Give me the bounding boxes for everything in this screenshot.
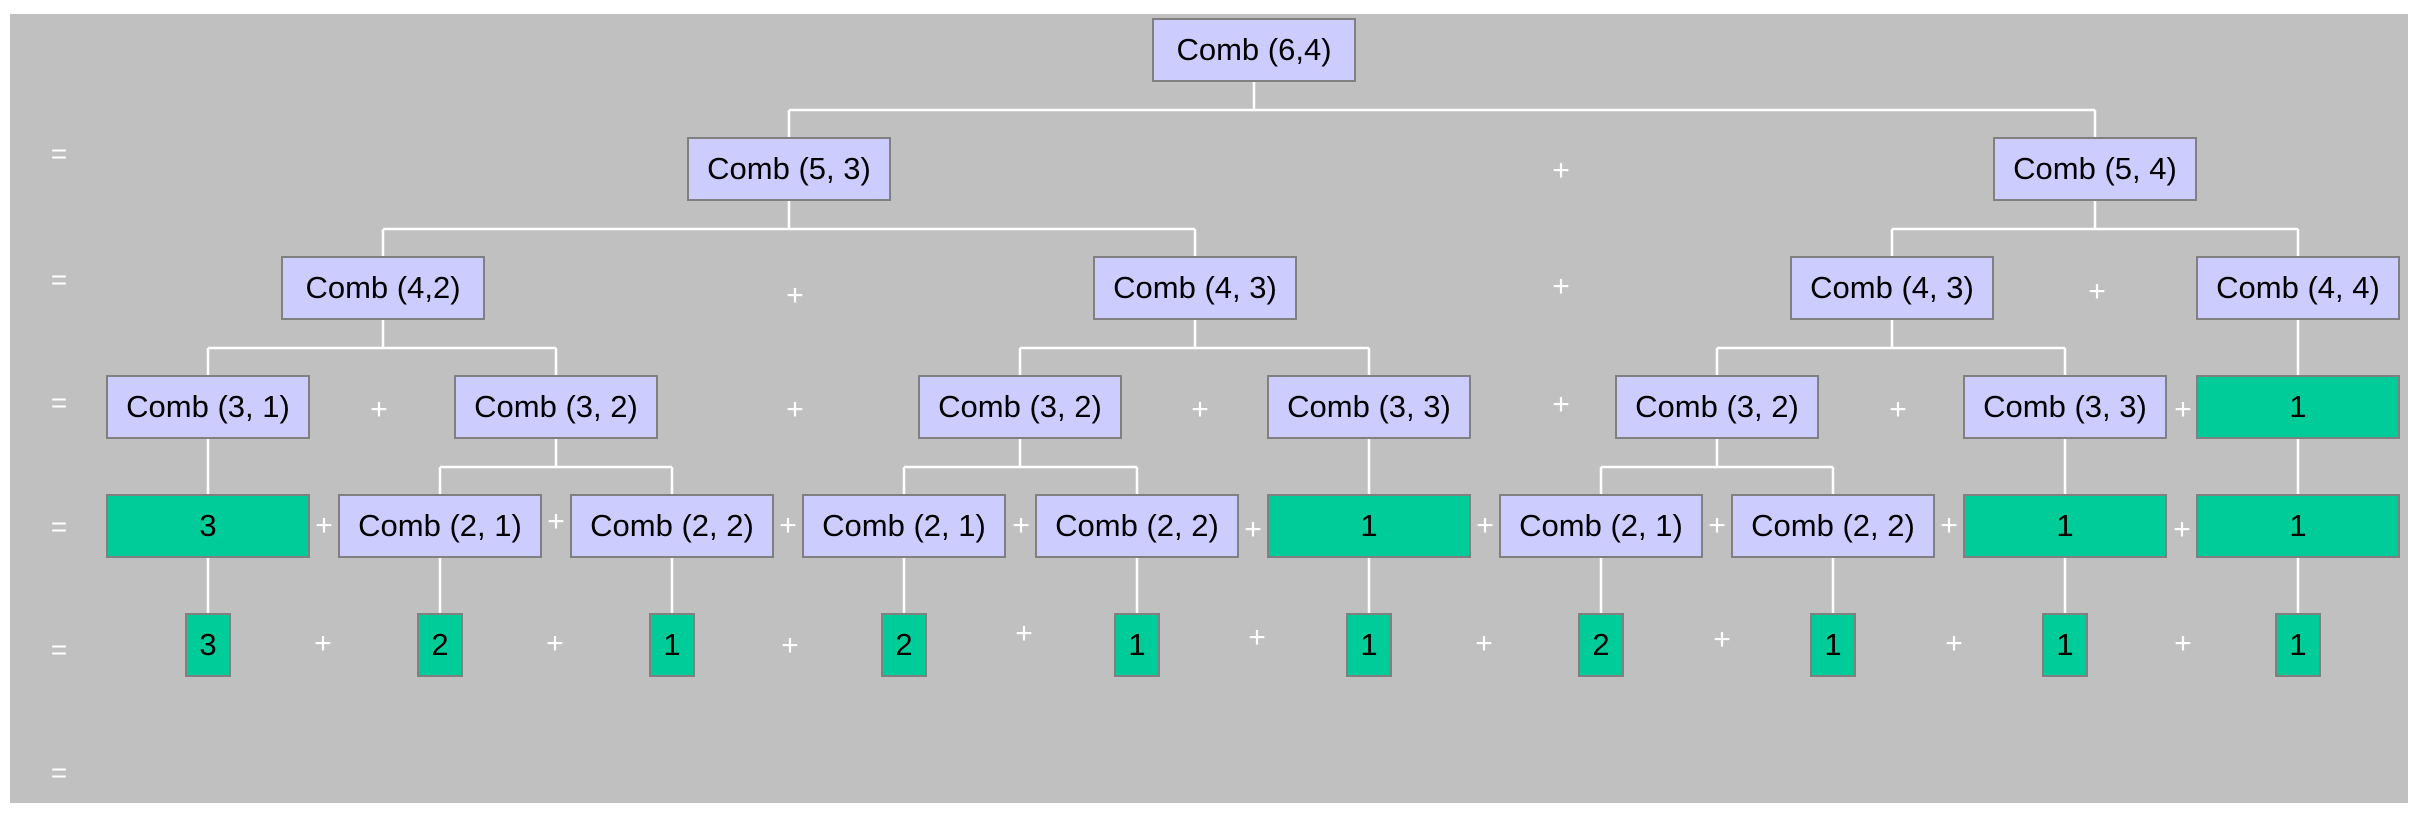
comb-node: Comb (4,2): [281, 256, 485, 320]
value-node: 3: [106, 494, 310, 558]
comb-node: Comb (3, 2): [918, 375, 1122, 439]
comb-node: Comb (3, 2): [1615, 375, 1819, 439]
plus-sign: +: [2174, 627, 2192, 660]
plus-sign: +: [781, 629, 799, 662]
plus-sign: +: [547, 505, 565, 538]
plus-sign: +: [314, 627, 332, 660]
final-value-node: 3: [185, 613, 231, 677]
comb-node: Comb (3, 3): [1267, 375, 1471, 439]
comb-node: Comb (4, 3): [1790, 256, 1994, 320]
value-node: 1: [2196, 375, 2400, 439]
plus-sign: +: [1012, 509, 1030, 542]
plus-sign: +: [786, 393, 804, 426]
row-equals: =: [50, 387, 68, 418]
plus-sign: +: [1889, 393, 1907, 426]
row-equals: =: [50, 634, 68, 665]
row-equals: =: [50, 138, 68, 169]
plus-sign: +: [1244, 513, 1262, 546]
final-value-node: 1: [649, 613, 695, 677]
plus-sign: +: [1475, 627, 1493, 660]
comb-node: Comb (5, 3): [687, 137, 891, 201]
plus-sign: +: [1552, 154, 1570, 187]
plus-sign: +: [2174, 393, 2192, 426]
comb-node: Comb (3, 2): [454, 375, 658, 439]
final-value-node: 1: [1346, 613, 1392, 677]
plus-sign: +: [2173, 513, 2191, 546]
final-value-node: 2: [1578, 613, 1624, 677]
comb-node: Comb (4, 3): [1093, 256, 1297, 320]
comb-node: Comb (2, 2): [1731, 494, 1935, 558]
comb-node: Comb (2, 1): [338, 494, 542, 558]
plus-sign: +: [1191, 393, 1209, 426]
plus-sign: +: [1940, 509, 1958, 542]
comb-node: Comb (3, 1): [106, 375, 310, 439]
plus-sign: +: [370, 393, 388, 426]
row-equals: =: [50, 264, 68, 295]
comb-node: Comb (5, 4): [1993, 137, 2197, 201]
final-value-node: 2: [881, 613, 927, 677]
plus-sign: +: [546, 627, 564, 660]
plus-sign: +: [1713, 623, 1731, 656]
plus-sign: +: [1552, 270, 1570, 303]
plus-sign: +: [1476, 509, 1494, 542]
final-value-node: 1: [2275, 613, 2321, 677]
plus-sign: +: [2088, 275, 2106, 308]
comb-node: Comb (2, 1): [802, 494, 1006, 558]
final-value-node: 1: [1810, 613, 1856, 677]
value-node: 1: [2196, 494, 2400, 558]
plus-sign: +: [1552, 388, 1570, 421]
final-value-node: 1: [2042, 613, 2088, 677]
comb-node: Comb (2, 2): [1035, 494, 1239, 558]
plus-sign: +: [1248, 621, 1266, 654]
plus-sign: +: [1015, 617, 1033, 650]
comb-node: Comb (6,4): [1152, 18, 1356, 82]
row-equals: =: [50, 757, 68, 788]
final-value-node: 2: [417, 613, 463, 677]
comb-node: Comb (4, 4): [2196, 256, 2400, 320]
plus-sign: +: [779, 509, 797, 542]
plus-sign: +: [1708, 509, 1726, 542]
row-equals: =: [50, 511, 68, 542]
final-value-node: 1: [1114, 613, 1160, 677]
plus-sign: +: [315, 509, 333, 542]
comb-node: Comb (2, 1): [1499, 494, 1703, 558]
plus-sign: +: [1945, 627, 1963, 660]
comb-node: Comb (3, 3): [1963, 375, 2167, 439]
comb-node: Comb (2, 2): [570, 494, 774, 558]
plus-sign: +: [786, 279, 804, 312]
value-node: 1: [1267, 494, 1471, 558]
value-node: 1: [1963, 494, 2167, 558]
